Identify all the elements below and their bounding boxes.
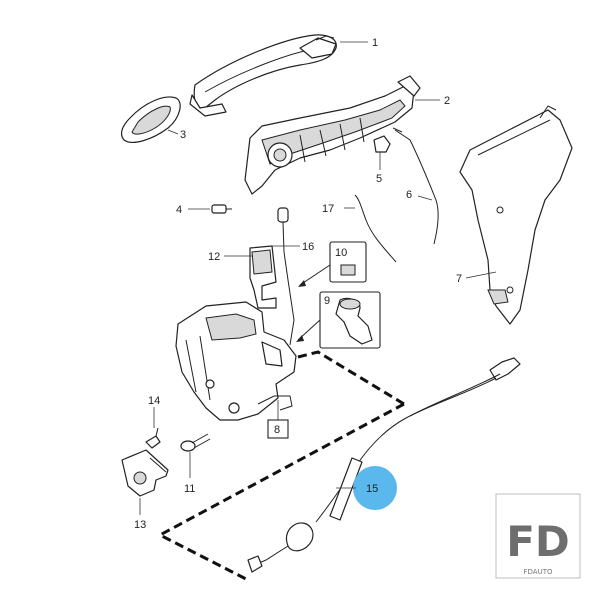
screw-part-4 (211, 204, 232, 214)
rod-part-16 (277, 207, 295, 346)
leader-lines (139, 41, 497, 515)
label-part-11: 11 (184, 483, 195, 495)
handle-bezel-part-3 (120, 96, 181, 143)
highlight-marker (353, 466, 397, 510)
inner-cover-part-7 (459, 105, 573, 325)
inset-box-part-10 (329, 241, 367, 283)
label-part-15: 15 (366, 483, 378, 495)
label-part-16: 16 (302, 241, 314, 253)
label-part-14: 14 (148, 395, 160, 407)
logo-mark: FD (506, 517, 570, 566)
label-part-1: 1 (372, 37, 378, 49)
part-number-labels: 1 2 3 4 5 6 7 8 9 10 11 12 13 14 15 16 1… (134, 37, 462, 531)
screw-part-11 (180, 433, 211, 452)
label-part-17: 17 (322, 203, 334, 215)
screw-part-14 (145, 427, 161, 449)
rod-part-6 (392, 127, 439, 245)
clip-part-5 (373, 135, 391, 153)
bracket-part-12 (249, 245, 277, 309)
label-part-6: 6 (406, 189, 412, 201)
label-part-12: 12 (208, 251, 220, 263)
label-part-8: 8 (274, 424, 280, 436)
label-part-10: 10 (335, 247, 347, 259)
cable-routing-outline (156, 350, 405, 582)
label-part-7: 7 (456, 273, 462, 285)
label-part-5: 5 (376, 173, 382, 185)
label-part-3: 3 (180, 129, 186, 141)
label-part-2: 2 (444, 95, 450, 107)
label-part-4: 4 (176, 204, 182, 216)
rod-part-17 (354, 194, 397, 263)
label-part-13: 13 (134, 519, 146, 531)
striker-part-13 (121, 449, 169, 497)
lock-assembly-part-8 (175, 301, 297, 421)
inset-arrows (296, 264, 331, 342)
fdauto-logo: FD FDAUTO (495, 493, 581, 579)
logo-subtitle: FDAUTO (524, 568, 553, 576)
label-part-9: 9 (324, 295, 330, 307)
outer-handle-part-1 (189, 34, 337, 117)
cable-part-15 (247, 357, 521, 573)
handle-carrier-part-2 (244, 75, 421, 195)
